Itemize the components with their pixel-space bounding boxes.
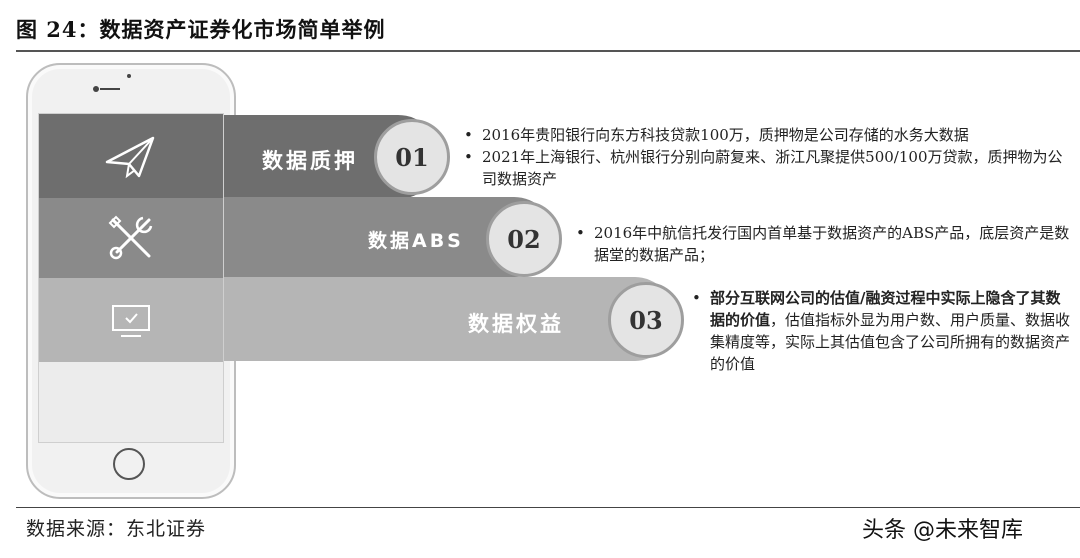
list-item: 2021年上海银行、杭州银行分别向蔚复来、浙江凡聚提供500/100万贷款，质押… (462, 146, 1072, 190)
bullet-list-2: 2016年中航信托发行国内首单基于数据资产的ABS产品，底层资产是数据堂的数据产… (574, 222, 1074, 266)
list-item: 部分互联网公司的估值/融资过程中实际上隐含了其数据的价值，估值指标外显为用户数、… (690, 287, 1074, 375)
step-number-1: 01 (374, 119, 450, 195)
title-divider (16, 50, 1080, 52)
paper-plane-icon (105, 136, 155, 179)
phone-speaker-icon (100, 88, 120, 90)
ribbon-label-3: 数据权益 (468, 312, 564, 336)
monitor-check-icon (112, 305, 150, 337)
bullet-text: ，估值指标外显为用户数、用户质量、数据收集精度等，实际上其估值包含了公司所拥有的… (710, 311, 1071, 373)
screen-band-3 (39, 278, 223, 362)
phone-home-button (113, 448, 145, 480)
phone-sensor-icon (93, 86, 99, 92)
ribbon-label-1: 数据质押 (262, 149, 358, 173)
screen-band-2 (39, 198, 223, 278)
figure-title: 图 24：数据资产证券化市场简单举例 (16, 17, 386, 42)
phone-camera-icon (127, 74, 131, 78)
list-item: 2016年中航信托发行国内首单基于数据资产的ABS产品，底层资产是数据堂的数据产… (574, 222, 1074, 266)
footer-divider (16, 507, 1080, 508)
list-item: 2016年贵阳银行向东方科技贷款100万，质押物是公司存储的水务大数据 (462, 124, 1072, 146)
source-note: 数据来源：东北证券 (26, 518, 207, 540)
step-number-2: 02 (486, 201, 562, 277)
watermark: 头条 @未来智库 (862, 518, 1023, 543)
tools-icon (108, 215, 153, 260)
phone-screen (38, 113, 224, 443)
ribbon-label-2: 数据ABS (368, 230, 464, 252)
ribbon-data-equity (224, 277, 676, 361)
bullet-list-3: 部分互联网公司的估值/融资过程中实际上隐含了其数据的价值，估值指标外显为用户数、… (690, 287, 1074, 375)
bullet-bold-text: 部分互联网公司的估值/融资过程中实际上隐含了其数据的价值 (710, 289, 1061, 329)
bullet-list-1: 2016年贵阳银行向东方科技贷款100万，质押物是公司存储的水务大数据 2021… (462, 124, 1072, 190)
screen-band-1 (39, 114, 223, 198)
step-number-3: 03 (608, 282, 684, 358)
